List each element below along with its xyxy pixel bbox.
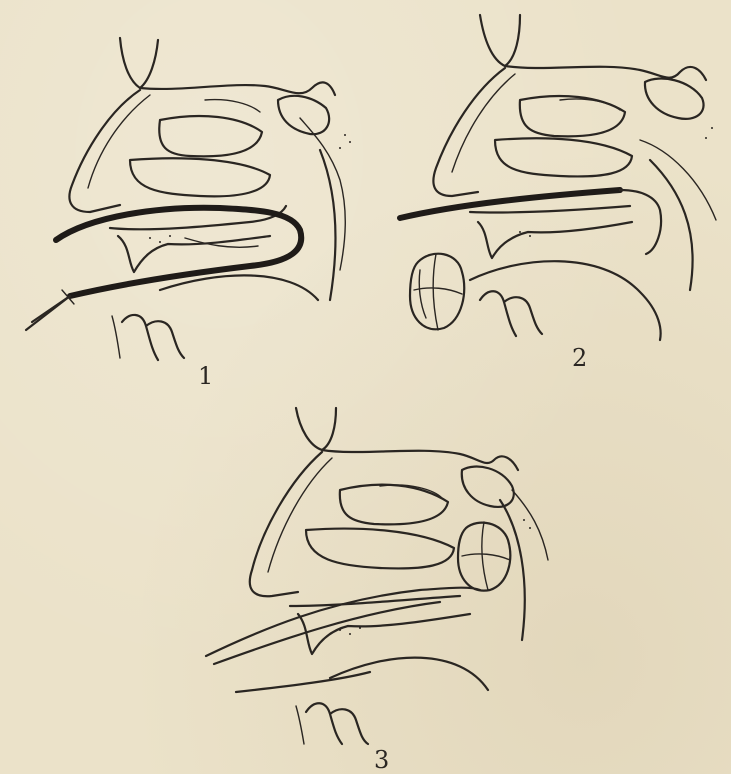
figure-1-drawing bbox=[26, 38, 351, 360]
figure-3-drawing bbox=[206, 408, 548, 744]
figure-2-drawing bbox=[400, 15, 716, 340]
figure-2-label: 2 bbox=[572, 346, 587, 370]
figure-1-label: 1 bbox=[198, 364, 213, 388]
figure-3-label: 3 bbox=[374, 748, 389, 772]
